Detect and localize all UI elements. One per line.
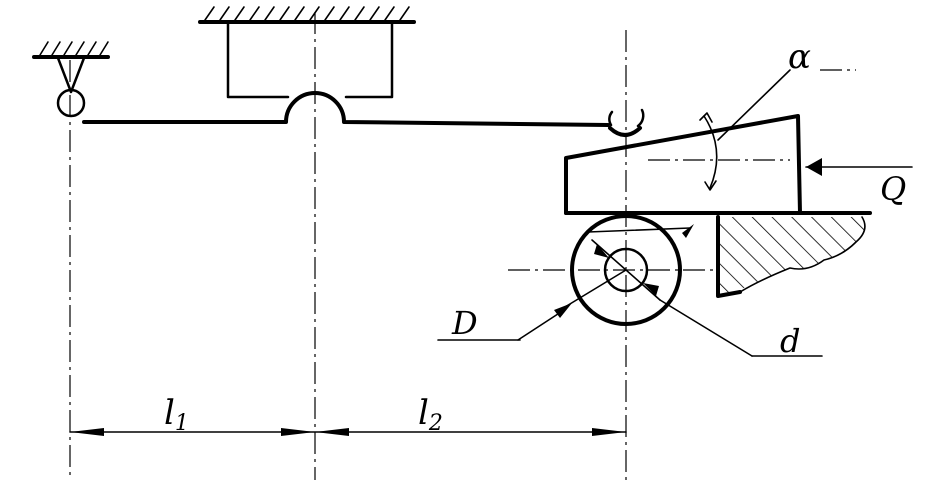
roller-bore-circle	[603, 247, 649, 293]
length-l1-letter: l	[164, 393, 175, 433]
d-dim-guide-upper	[587, 227, 691, 233]
l2-arrow-right	[592, 428, 626, 436]
right-guide	[716, 215, 866, 298]
l2-arrow-left	[315, 428, 349, 436]
d-dim-line	[559, 269, 627, 311]
d-arrowhead-lower	[554, 303, 572, 318]
force-q-arrowhead	[806, 158, 822, 176]
small-d-dim-line	[591, 239, 661, 301]
lever-tip-bottom	[608, 126, 642, 137]
alpha-arc-arrow-bottom	[704, 180, 717, 191]
d-arrowhead-upper	[682, 224, 694, 238]
lever-tip-left	[608, 110, 614, 127]
length-l2-subscript: 2	[428, 411, 443, 436]
small-d-arrow-upper	[594, 244, 609, 258]
labels: α Q D d l1 l2	[164, 37, 906, 436]
lever	[82, 91, 645, 137]
left-fixed-support	[32, 41, 110, 118]
small-d-leader	[659, 299, 753, 357]
bore-diameter-label: d	[780, 322, 800, 360]
alpha-label: α	[788, 37, 811, 77]
roller	[437, 214, 823, 357]
upper-block	[226, 22, 394, 99]
d-leader	[517, 309, 565, 341]
lever-bar	[82, 91, 610, 127]
length-l1-label: l1	[164, 393, 189, 436]
alpha-arc-arrow-top	[699, 112, 713, 123]
length-dimensions	[69, 428, 627, 436]
pivot-triangle	[56, 56, 86, 94]
guide-break-line	[739, 216, 866, 293]
center-lines	[69, 12, 856, 480]
top-fixed-support	[198, 6, 416, 99]
alpha-leader	[717, 69, 791, 141]
length-l2-label: l2	[418, 393, 443, 436]
l1-arrow-left	[70, 428, 104, 436]
small-d-arrow-lower	[643, 283, 659, 296]
wedge-outline	[564, 114, 802, 215]
force-q-label: Q	[880, 170, 906, 208]
length-l1-subscript: 1	[175, 411, 189, 436]
outer-diameter-label: D	[451, 304, 478, 342]
l1-arrow-right	[281, 428, 315, 436]
guide-edge	[716, 215, 742, 298]
wedge	[564, 69, 872, 215]
length-l2-letter: l	[418, 393, 429, 433]
alpha-arc	[703, 115, 718, 189]
roller-outer-circle	[570, 214, 682, 326]
force-q-arrow	[805, 158, 913, 176]
lever-tip-right	[636, 108, 645, 128]
pivot-pin	[56, 88, 86, 118]
